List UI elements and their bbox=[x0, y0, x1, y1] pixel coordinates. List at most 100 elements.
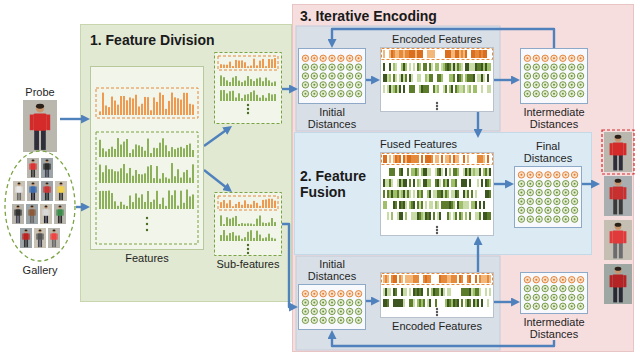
person-shirt bbox=[17, 186, 22, 193]
histogram-bar bbox=[253, 59, 255, 68]
feature-stripe bbox=[389, 288, 391, 296]
distance-dot bbox=[322, 66, 324, 68]
distance-dot bbox=[340, 302, 342, 304]
feature-stripe bbox=[455, 155, 457, 163]
distance-dot bbox=[358, 310, 360, 312]
distance-dot bbox=[571, 288, 573, 290]
histogram-bar bbox=[150, 153, 152, 157]
distance-cell bbox=[527, 207, 533, 213]
feature-stripe bbox=[419, 275, 421, 283]
distance-matrix bbox=[521, 49, 588, 104]
feature-stripe bbox=[479, 275, 481, 283]
feature-stripe bbox=[477, 212, 479, 220]
feature-stripe bbox=[427, 275, 429, 283]
distance-cell bbox=[560, 91, 566, 97]
distance-cell bbox=[551, 82, 557, 88]
feature-stripe bbox=[445, 155, 447, 163]
feature-stripe bbox=[383, 50, 385, 58]
person-arm bbox=[30, 115, 33, 131]
histogram-bar bbox=[235, 97, 237, 101]
person-head bbox=[46, 160, 49, 163]
feature-stripe bbox=[405, 179, 407, 187]
feature-stripe bbox=[459, 299, 461, 307]
distance-dot bbox=[571, 279, 573, 281]
feature-stripe bbox=[385, 212, 387, 220]
feature-stripe bbox=[479, 201, 481, 209]
feature-stripe bbox=[445, 168, 447, 176]
feature-stripe bbox=[393, 299, 395, 307]
feature-stripe bbox=[489, 201, 491, 209]
distance-dot bbox=[358, 293, 360, 295]
feature-stripe bbox=[419, 63, 421, 71]
histogram-bar bbox=[262, 95, 264, 101]
feature-stripe bbox=[437, 299, 439, 307]
feature-stripe bbox=[425, 212, 427, 220]
feature-stripe bbox=[443, 50, 445, 58]
flow-arrow bbox=[332, 334, 554, 346]
feature-stripe bbox=[411, 179, 413, 187]
feature-stripe bbox=[389, 201, 391, 209]
bars-frame bbox=[381, 153, 494, 236]
feature-stripe bbox=[417, 74, 419, 82]
histogram-bar bbox=[186, 93, 188, 115]
distance-cell bbox=[524, 55, 530, 61]
distance-cell bbox=[302, 317, 308, 323]
distance-dot bbox=[520, 200, 522, 202]
feature-stripe bbox=[467, 288, 469, 296]
histogram-bar bbox=[226, 203, 228, 208]
histogram-bar bbox=[123, 164, 125, 183]
distance-cell bbox=[355, 308, 361, 314]
feature-stripe bbox=[399, 212, 401, 220]
person-leg bbox=[41, 129, 46, 150]
histogram-bar bbox=[274, 94, 276, 101]
feature-stripe bbox=[395, 179, 397, 187]
feature-stripe bbox=[405, 212, 407, 220]
feature-stripe bbox=[479, 155, 481, 163]
group-panel: 3. Iterative EncodingInitial DistancesEn… bbox=[292, 4, 634, 352]
feature-stripe bbox=[461, 275, 463, 283]
distance-cell bbox=[554, 198, 560, 204]
histogram-bar bbox=[250, 230, 252, 241]
person-hair bbox=[31, 206, 34, 208]
feature-stripe bbox=[485, 299, 487, 307]
feature-stripe bbox=[429, 155, 431, 163]
feature-stripe bbox=[407, 190, 409, 198]
feature-stripe bbox=[393, 179, 395, 187]
feature-stripe bbox=[477, 179, 479, 187]
feature-stripe bbox=[483, 50, 485, 58]
feature-stripe bbox=[469, 168, 471, 176]
feature-stripe bbox=[449, 190, 451, 198]
feature-stripe bbox=[477, 201, 479, 209]
feature-stripe bbox=[447, 190, 449, 198]
person-shirt bbox=[58, 209, 63, 216]
distance-dot bbox=[331, 66, 333, 68]
distance-dot bbox=[529, 174, 531, 176]
histogram-bar bbox=[105, 191, 107, 209]
distance-dot bbox=[358, 75, 360, 77]
distance-dot bbox=[331, 84, 333, 86]
histogram-bar bbox=[111, 193, 113, 209]
feature-stripe bbox=[421, 85, 423, 93]
person-head bbox=[45, 206, 48, 209]
distance-dot bbox=[571, 75, 573, 77]
distance-cell bbox=[302, 64, 308, 70]
person-arm bbox=[50, 234, 51, 240]
feature-stripe bbox=[467, 201, 469, 209]
feature-illustration bbox=[380, 272, 494, 318]
photo-background bbox=[54, 204, 66, 224]
distance-dot bbox=[571, 305, 573, 307]
distance-dot bbox=[571, 296, 573, 298]
distance-cell bbox=[524, 294, 530, 300]
distance-dot bbox=[562, 296, 564, 298]
person-head bbox=[32, 183, 35, 186]
histogram-bar bbox=[238, 224, 240, 226]
feature-stripe bbox=[467, 85, 469, 93]
feature-stripe bbox=[483, 155, 485, 163]
feature-stripe bbox=[383, 288, 385, 296]
feature-stripe bbox=[413, 201, 415, 209]
feature-stripe bbox=[487, 168, 489, 176]
histogram-bar bbox=[265, 98, 267, 101]
feature-stripe bbox=[399, 179, 401, 187]
histogram-bar bbox=[253, 81, 255, 86]
feature-stripe bbox=[463, 201, 465, 209]
